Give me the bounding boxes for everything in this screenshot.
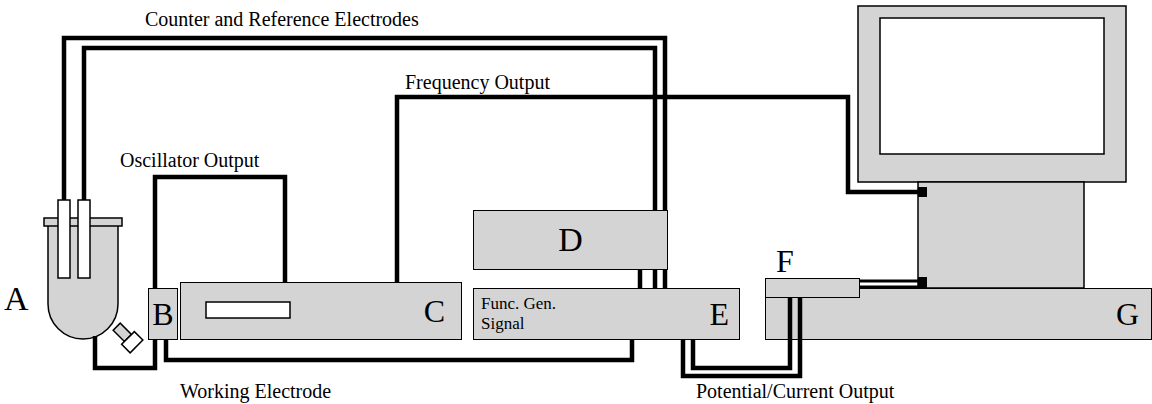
wire [166, 340, 632, 360]
electrode-tube [78, 200, 90, 278]
frequency-wire [397, 97, 918, 282]
wire [155, 177, 285, 288]
interface-card: F [765, 278, 860, 298]
cell-outline [40, 200, 140, 350]
monitor-frame [858, 6, 1126, 182]
oscillator-box: C [180, 282, 462, 340]
signal-name: Func. Gen. Signal [481, 294, 576, 333]
part-letter: D [558, 223, 583, 257]
label-holder: Potential/Current Output [696, 381, 894, 401]
side-arm [110, 320, 143, 353]
electrode-tube [58, 200, 70, 278]
card-cable [860, 281, 918, 287]
monitor-screen [880, 18, 1104, 154]
computer-port [918, 277, 927, 288]
wire-label: Counter and Reference Electrodes [145, 9, 419, 29]
computer-case [918, 182, 1084, 288]
wire-label: Oscillator Output [120, 150, 259, 170]
part-letter: C [424, 295, 445, 327]
electrode-box: B [148, 288, 178, 340]
oscillator-fill [180, 282, 462, 340]
part-letter: F [776, 245, 794, 277]
label-holder: Counter and Reference Electrodes [145, 9, 419, 29]
working-electrode-stem [93, 336, 98, 350]
wire [84, 48, 655, 288]
computer-port [918, 187, 927, 197]
part-letter: A [4, 282, 29, 316]
wire-label: Working Electrode [180, 381, 331, 401]
part-letter: E [709, 298, 729, 330]
potentiostat-box: Func. Gen. Signal E [473, 288, 740, 340]
side-arm-cap [122, 332, 143, 353]
part-letter: G [1116, 298, 1139, 330]
wire [64, 38, 665, 288]
display-window [206, 302, 290, 318]
wire [638, 270, 643, 288]
wire-label: Potential/Current Output [696, 381, 894, 401]
label-holder: Oscillator Output [120, 150, 259, 170]
label-holder: Frequency Output [405, 72, 550, 92]
part-letter: B [152, 298, 173, 330]
wire-label: Frequency Output [405, 72, 550, 92]
label-holder: Working Electrode [180, 381, 331, 401]
electrochemical-cell: A [40, 200, 140, 350]
function-generator-box: D [473, 210, 668, 270]
